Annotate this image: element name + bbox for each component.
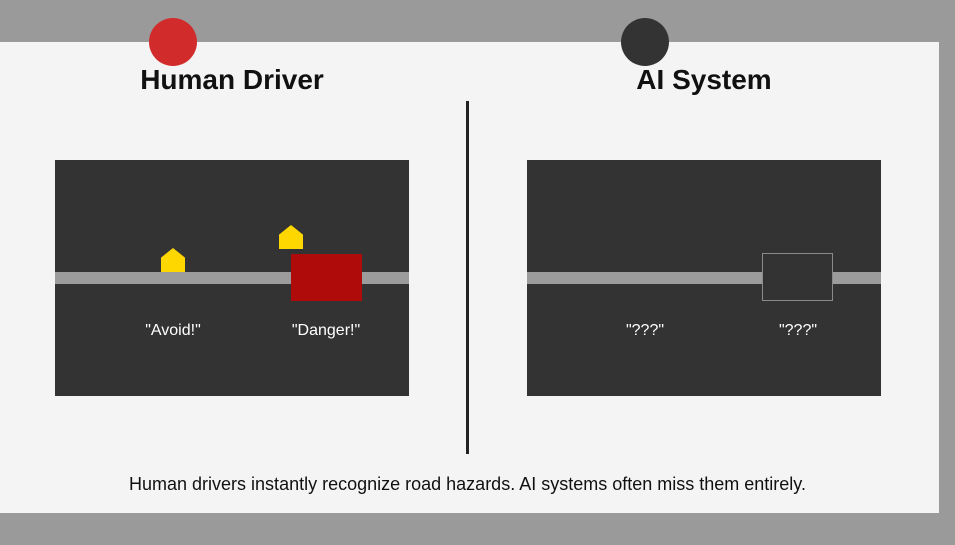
ai-system-title: AI System: [636, 64, 772, 95]
ai-road-scene: "???" "???": [527, 160, 881, 396]
unknown-label: "???": [625, 322, 665, 339]
unknown-label: "???": [778, 322, 818, 339]
ai-marker-circle: [621, 18, 669, 66]
danger-label: "Danger!": [291, 322, 361, 339]
warning-sign-icon: [279, 225, 303, 249]
human-marker-circle: [149, 18, 197, 66]
warning-sign-icon: [161, 248, 185, 272]
center-divider: [466, 101, 469, 454]
avoid-label: "Avoid!": [145, 322, 201, 339]
danger-highlight-box: [291, 254, 362, 301]
undetected-hazard-box: [762, 253, 833, 301]
human-road-scene: "Avoid!" "Danger!": [55, 160, 409, 396]
human-driver-title: Human Driver: [140, 64, 324, 95]
comparison-caption: Human drivers instantly recognize road h…: [129, 474, 806, 494]
